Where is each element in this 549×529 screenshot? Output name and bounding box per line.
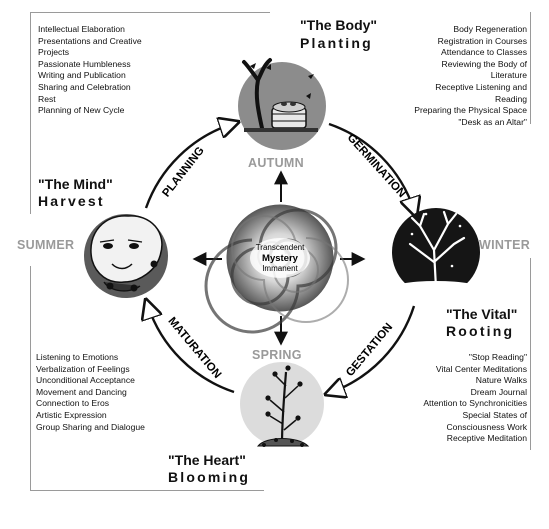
list-item: Attendance to Classes bbox=[441, 47, 527, 58]
list-item: Vital Center Meditations bbox=[435, 363, 527, 374]
season-label-winter: WINTER bbox=[479, 238, 531, 252]
center-line-1: Transcendent bbox=[256, 243, 305, 252]
list-item: Reading bbox=[494, 93, 527, 104]
list-item: Literature bbox=[490, 70, 527, 81]
bare-tree-icon bbox=[388, 208, 484, 299]
list-item: Intellectual Elaboration bbox=[38, 24, 125, 34]
list-item: Sharing and Celebration bbox=[38, 81, 131, 92]
list-item: Projects bbox=[38, 47, 70, 58]
season-label-summer: SUMMER bbox=[17, 238, 75, 252]
list-item: Special States of bbox=[462, 409, 528, 420]
vital-activity-list: "Stop Reading" Vital Center Meditations … bbox=[423, 352, 527, 445]
body-title: "The Body" bbox=[300, 17, 378, 33]
tree-basket-icon bbox=[238, 58, 326, 150]
center-line-2: Mystery bbox=[262, 253, 299, 264]
list-item: Body Regeneration bbox=[453, 24, 527, 34]
vital-title: "The Vital" bbox=[446, 306, 518, 322]
list-item: Passionate Humbleness bbox=[38, 58, 131, 69]
mind-subtitle: Harvest bbox=[38, 193, 105, 209]
list-item: Receptive Meditation bbox=[446, 433, 527, 444]
list-item: Rest bbox=[38, 93, 56, 104]
frame-line-top-left-vertical bbox=[30, 12, 31, 214]
list-item: Reviewing the Body of bbox=[441, 58, 527, 69]
arc-gestation bbox=[332, 305, 416, 392]
wise-tree-face-icon bbox=[84, 214, 168, 298]
list-item: Planning of New Cycle bbox=[38, 105, 125, 116]
list-item: Group Sharing and Dialogue bbox=[36, 421, 145, 432]
season-label-spring: SPRING bbox=[252, 348, 302, 362]
mind-activity-list: Intellectual Elaboration Presentations a… bbox=[38, 24, 142, 117]
frame-line-top-right-vertical bbox=[530, 12, 531, 124]
heart-subtitle: Blooming bbox=[168, 469, 251, 485]
body-activity-list: Body Regeneration Registration in Course… bbox=[414, 24, 527, 128]
spiral-icon bbox=[204, 203, 349, 334]
season-label-autumn: AUTUMN bbox=[248, 156, 304, 170]
list-item: Receptive Listening and bbox=[435, 81, 527, 92]
frame-line-bottom-horizontal bbox=[30, 490, 264, 491]
frame-line-top-left-horizontal bbox=[30, 12, 270, 13]
mind-title: "The Mind" bbox=[38, 176, 113, 192]
vital-subtitle: Rooting bbox=[446, 323, 515, 339]
list-item: Consciousness Work bbox=[446, 421, 527, 432]
arc-planning bbox=[144, 124, 232, 209]
list-item: Presentations and Creative bbox=[38, 35, 142, 46]
frame-line-right-vertical bbox=[530, 258, 531, 450]
list-item: "Stop Reading" bbox=[468, 352, 527, 362]
list-item: Movement and Dancing bbox=[36, 386, 127, 397]
list-item: Artistic Expression bbox=[36, 409, 107, 420]
list-item: Writing and Publication bbox=[38, 70, 126, 81]
arc-maturation bbox=[148, 306, 235, 394]
list-item: Unconditional Acceptance bbox=[36, 375, 135, 386]
blooming-plant-icon bbox=[240, 362, 324, 447]
center-line-3: Immanent bbox=[262, 264, 298, 273]
list-item: "Desk as an Altar" bbox=[458, 116, 527, 127]
heart-activity-list: Listening to Emotions Verbalization of F… bbox=[36, 352, 145, 433]
body-subtitle: Planting bbox=[300, 35, 373, 51]
arc-germination bbox=[328, 122, 414, 210]
frame-line-left-vertical bbox=[30, 266, 31, 490]
list-item: Connection to Eros bbox=[36, 398, 110, 409]
list-item: Nature Walks bbox=[475, 375, 527, 386]
heart-title: "The Heart" bbox=[168, 452, 246, 468]
list-item: Dream Journal bbox=[470, 386, 527, 397]
phase-label-germination: GERMINATION bbox=[345, 132, 408, 200]
list-item: Registration in Courses bbox=[437, 35, 527, 46]
list-item: Preparing the Physical Space bbox=[414, 105, 527, 116]
list-item: Attention to Synchronicities bbox=[423, 398, 527, 409]
list-item: Listening to Emotions bbox=[36, 352, 119, 362]
list-item: Verbalization of Feelings bbox=[36, 363, 130, 374]
